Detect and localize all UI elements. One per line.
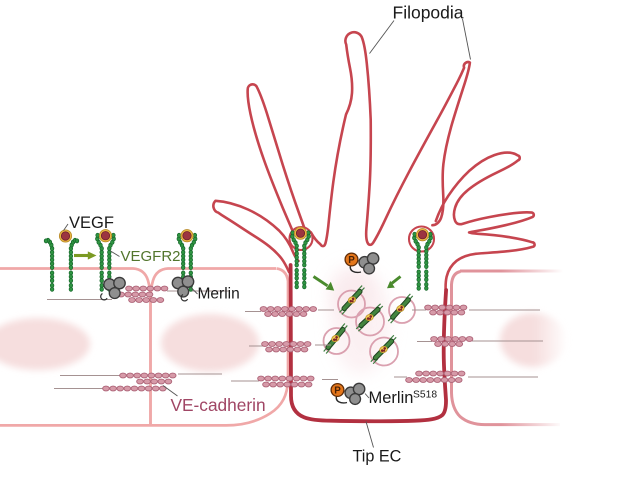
svg-text:Merlin: Merlin [198, 286, 240, 303]
svg-text:VEGFR2: VEGFR2 [121, 248, 181, 265]
svg-text:VE-cadherin: VE-cadherin [171, 395, 266, 415]
svg-text:S518: S518 [413, 390, 437, 401]
svg-text:Tip EC: Tip EC [353, 448, 402, 466]
svg-text:Filopodia: Filopodia [393, 3, 464, 23]
svg-text:Merlin: Merlin [369, 389, 414, 407]
svg-text:VEGF: VEGF [69, 214, 114, 232]
